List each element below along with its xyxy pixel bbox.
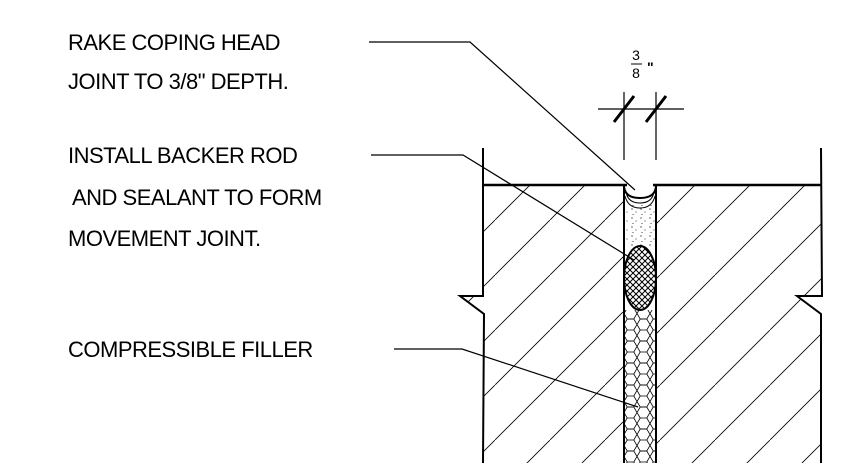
note-backer-line-1: INSTALL BACKER ROD <box>68 143 297 168</box>
note-rake-line-1: RAKE COPING HEAD <box>68 30 280 55</box>
sealant <box>625 205 655 247</box>
leader-backer <box>371 154 635 261</box>
left-masonry-unit <box>457 148 625 463</box>
note-backer-line-3: MOVEMENT JOINT. <box>68 226 261 251</box>
note-rake-line-2: JOINT TO 3/8" DEPTH. <box>68 69 288 94</box>
right-masonry-unit <box>655 147 824 463</box>
raked-joint <box>623 184 657 209</box>
leader-rake <box>369 41 636 191</box>
dimension-unit: " <box>647 59 654 75</box>
dimension-denominator: 8 <box>632 65 640 81</box>
note-compressible-filler: COMPRESSIBLE FILLER <box>68 337 313 362</box>
leader-filler <box>394 348 639 408</box>
backer-rod <box>623 245 657 311</box>
note-rake-coping: RAKE COPING HEAD JOINT TO 3/8" DEPTH. <box>68 30 289 94</box>
compressible-filler <box>625 310 655 463</box>
joint-width-dimension: 3 8 " <box>598 47 684 160</box>
note-backer-line-2: AND SEALANT TO FORM <box>72 185 322 210</box>
dimension-numerator: 3 <box>632 47 640 63</box>
leader-lines <box>369 41 639 408</box>
note-backer-rod: INSTALL BACKER ROD AND SEALANT TO FORM M… <box>68 143 322 251</box>
note-filler-line-1: COMPRESSIBLE FILLER <box>68 337 313 362</box>
